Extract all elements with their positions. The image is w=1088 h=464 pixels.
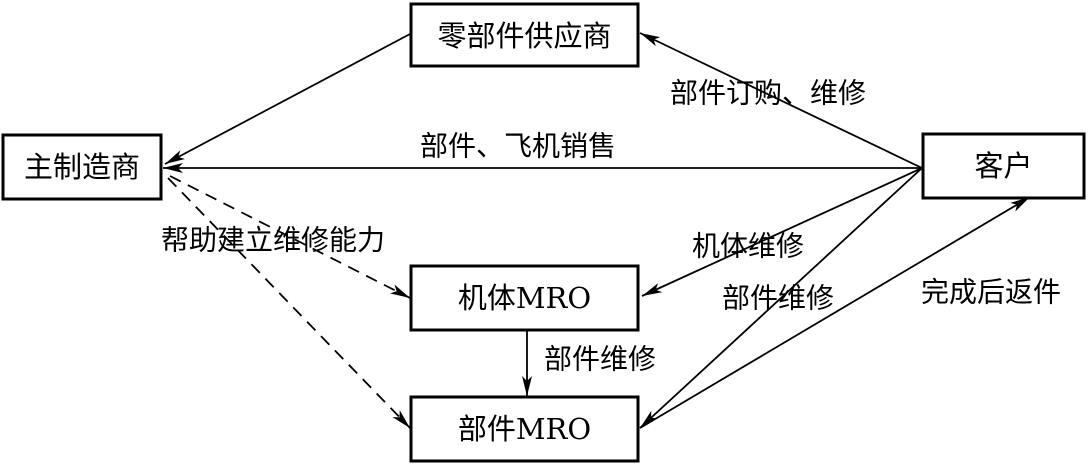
label-return-after-repair: 完成后返件 xyxy=(921,276,1061,309)
node-supplier-label: 零部件供应商 xyxy=(437,19,611,53)
edge-customer-to-component-mro xyxy=(639,167,923,429)
label-parts-aircraft-sales: 部件、飞机销售 xyxy=(420,130,616,163)
label-parts-order-repair: 部件订购、维修 xyxy=(670,77,866,110)
node-airframe-mro: 机体MRO xyxy=(409,264,640,332)
edge-supplier-to-manufacturer xyxy=(164,33,411,165)
label-airframe-maintenance: 机体维修 xyxy=(692,230,804,263)
edge-manufacturer-to-airframe-mro xyxy=(169,175,411,299)
node-airframe-mro-label: 机体MRO xyxy=(458,281,591,315)
node-customer: 客户 xyxy=(921,132,1086,200)
node-component-mro: 部件MRO xyxy=(409,395,640,463)
label-help-build-capability: 帮助建立维修能力 xyxy=(161,224,385,257)
node-manufacturer: 主制造商 xyxy=(1,133,163,201)
edge-manufacturer-to-component-mro xyxy=(167,177,411,429)
edge-customer-to-airframe-mro xyxy=(641,167,923,297)
edge-customer-supplier xyxy=(639,32,923,169)
label-component-repair-customer: 部件维修 xyxy=(722,282,834,315)
node-customer-label: 客户 xyxy=(974,149,1032,183)
node-supplier: 零部件供应商 xyxy=(409,2,640,68)
node-manufacturer-label: 主制造商 xyxy=(24,150,140,184)
label-component-repair-internal: 部件维修 xyxy=(544,343,656,376)
edge-component-mro-to-customer xyxy=(639,196,1031,429)
node-component-mro-label: 部件MRO xyxy=(458,412,591,446)
